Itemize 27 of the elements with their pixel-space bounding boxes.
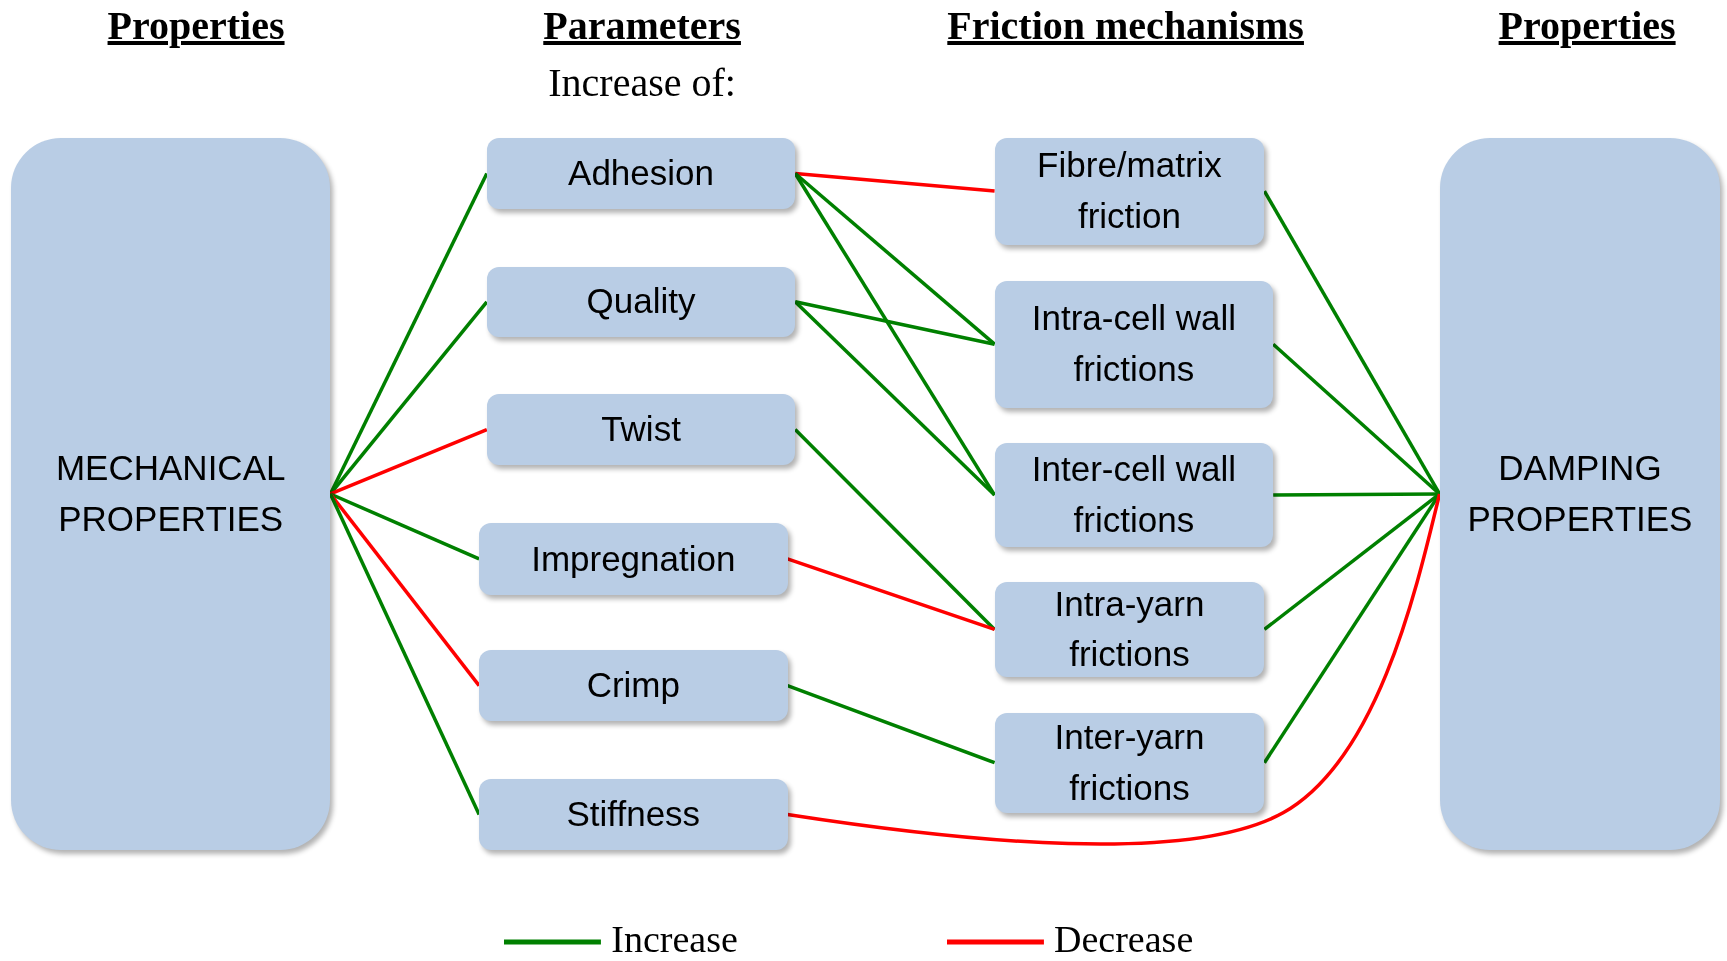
parameter-box: Crimp xyxy=(479,649,788,722)
connector-line xyxy=(786,684,996,765)
parameter-box: Quality xyxy=(486,266,796,337)
column-heading: Friction mechanisms xyxy=(947,2,1304,50)
mechanism-box: Inter-yarn frictions xyxy=(994,712,1265,813)
mechanism-box: Fibre/matrix friction xyxy=(994,137,1265,245)
column-heading: Parameters xyxy=(543,2,741,50)
connector-line xyxy=(795,171,995,193)
parameter-box: Impregnation xyxy=(479,523,788,595)
property-panel: DAMPING PROPERTIES xyxy=(1439,137,1721,851)
column-heading: Properties xyxy=(107,2,285,50)
mechanism-box: Inter-cell wall frictions xyxy=(994,442,1274,548)
subheading: Increase of: xyxy=(548,59,736,107)
connector-line xyxy=(329,427,488,496)
property-panel: MECHANICAL PROPERTIES xyxy=(11,137,331,851)
column-heading: Properties xyxy=(1498,2,1676,50)
parameter-box: Twist xyxy=(486,394,796,465)
mechanism-box: Intra-cell wall frictions xyxy=(994,280,1274,408)
connector-line xyxy=(786,557,996,632)
parameter-box: Stiffness xyxy=(479,778,788,851)
parameter-box: Adhesion xyxy=(486,137,796,210)
legend-label: Increase xyxy=(611,916,738,961)
connector-line xyxy=(329,492,480,561)
legend-label: Decrease xyxy=(1054,916,1194,961)
connector-line xyxy=(794,300,995,346)
mechanism-box: Intra-yarn frictions xyxy=(994,581,1265,678)
connector-line xyxy=(1273,492,1440,497)
